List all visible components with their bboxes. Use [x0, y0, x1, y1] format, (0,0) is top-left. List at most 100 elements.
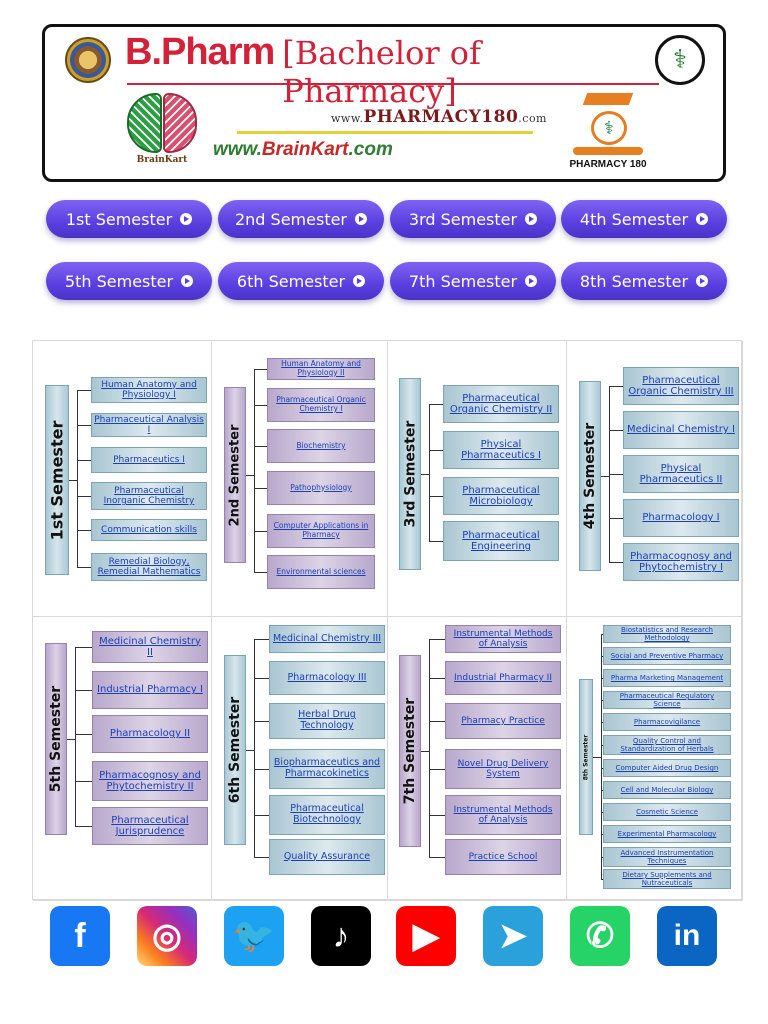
subject-link[interactable]: Novel Drug Delivery System — [445, 749, 561, 789]
subject-link[interactable]: Instrumental Methods of Analysis — [445, 625, 561, 653]
connector-branch — [254, 369, 267, 370]
subject-link[interactable]: Pathophysiology — [267, 471, 375, 505]
subject-link[interactable]: Pharmaceutical Organic Chemistry I — [267, 388, 375, 422]
subject-link[interactable]: Pharmaceutical Inorganic Chemistry — [91, 482, 207, 510]
subject-link[interactable]: Pharma Marketing Management — [603, 669, 731, 687]
semester-button-6[interactable]: 6th Semester — [218, 262, 384, 300]
subject-link[interactable]: Medicinal Chemistry I — [623, 411, 739, 449]
subject-link[interactable]: Biopharmaceutics and Pharmacokinetics — [269, 749, 385, 789]
semester-button-2[interactable]: 2nd Semester — [218, 200, 384, 238]
subject-link[interactable]: Pharmacology II — [92, 715, 208, 753]
subject-link[interactable]: Pharmaceutical Biotechnology — [269, 795, 385, 835]
connector-stub — [601, 476, 609, 477]
connector-stub — [246, 475, 254, 476]
connector-stub — [421, 474, 429, 475]
twitter-icon[interactable]: 🐦 — [224, 906, 284, 966]
semester-button-3[interactable]: 3rd Semester — [390, 200, 556, 238]
facebook-icon[interactable]: f — [50, 906, 110, 966]
semester-vertical-label-text: 2nd Semester — [227, 424, 243, 526]
subject-link[interactable]: Cosmetic Science — [603, 803, 731, 821]
semester-vertical-label: 3rd Semester — [399, 378, 421, 570]
subject-link[interactable]: Pharmaceutical Microbiology — [443, 477, 559, 515]
subject-link[interactable]: Cell and Molecular Biology — [603, 781, 731, 799]
semester-button-1[interactable]: 1st Semester — [46, 200, 212, 238]
connector-branch — [254, 857, 269, 858]
subject-link[interactable]: Human Anatomy and Physiology II — [267, 358, 375, 380]
subject-link[interactable]: Pharmaceutical Organic Chemistry III — [623, 367, 739, 405]
connector-trunk — [77, 390, 78, 567]
subject-link[interactable]: Dietary Supplements and Nutraceuticals — [603, 869, 731, 889]
title-underline — [127, 83, 659, 85]
caduceus-icon: ⚕ — [655, 35, 705, 85]
subject-link[interactable]: Computer Aided Drug Design — [603, 759, 731, 777]
subject-link[interactable]: Medicinal Chemistry III — [269, 625, 385, 653]
brainkart-logo: BrainKart — [127, 91, 197, 169]
subject-link[interactable]: Social and Preventive Pharmacy — [603, 647, 731, 665]
subject-link[interactable]: Pharmacovigilance — [603, 713, 731, 731]
semester-button-label: 5th Semester — [64, 271, 174, 291]
connector-branch — [254, 769, 269, 770]
brainkart-url[interactable]: www.BrainKart.com — [213, 139, 393, 160]
subject-link[interactable]: Pharmaceutics I — [91, 447, 207, 473]
subject-link[interactable]: Human Anatomy and Physiology I — [91, 377, 207, 403]
connector-branch — [601, 722, 603, 723]
pharmacy180-url[interactable]: www.PHARMACY180.com — [331, 107, 547, 127]
subject-link[interactable]: Experimental Pharmacology — [603, 825, 731, 843]
subject-link[interactable]: Communication skills — [91, 519, 207, 541]
connector-branch — [601, 768, 603, 769]
connector-branch — [601, 700, 603, 701]
semester-button-4[interactable]: 4th Semester — [561, 200, 727, 238]
subject-link[interactable]: Pharmaceutical Organic Chemistry II — [443, 385, 559, 423]
subject-link[interactable]: Physical Pharmaceutics I — [443, 431, 559, 469]
semester-button-5[interactable]: 5th Semester — [46, 262, 212, 300]
semester-vertical-label: 2nd Semester — [224, 387, 246, 563]
youtube-icon[interactable]: ▶ — [396, 906, 456, 966]
subject-link[interactable]: Pharmacy Practice — [445, 703, 561, 739]
linkedin-icon[interactable]: in — [657, 906, 717, 966]
subject-link[interactable]: Pharmaceutical Analysis I — [91, 413, 207, 437]
semester-vertical-label: 5th Semester — [45, 643, 67, 835]
subject-link[interactable]: Pharmaceutical Engineering — [443, 521, 559, 561]
subject-link[interactable]: Pharmacognosy and Phytochemistry II — [92, 761, 208, 801]
subject-link[interactable]: Pharmaceutical Jurisprudence — [92, 807, 208, 845]
subject-link[interactable]: Pharmaceutical Regulatory Science — [603, 691, 731, 709]
subject-link[interactable]: Biochemistry — [267, 429, 375, 463]
subject-link[interactable]: Pharmacology I — [623, 499, 739, 537]
connector-branch — [77, 460, 91, 461]
connector-stub — [593, 757, 601, 758]
telegram-icon[interactable]: ➤ — [483, 906, 543, 966]
semester-button-7[interactable]: 7th Semester — [390, 262, 556, 300]
connector-branch — [609, 386, 623, 387]
subject-link[interactable]: Pharmacology III — [269, 661, 385, 695]
subject-link[interactable]: Physical Pharmaceutics II — [623, 455, 739, 493]
subject-link[interactable]: Biostatistics and Research Methodology — [603, 625, 731, 643]
play-circle-icon — [525, 275, 538, 287]
semester-vertical-label: 7th Semester — [399, 655, 421, 847]
page-title: B.Pharm [Bachelor of Pharmacy] — [125, 31, 655, 110]
whatsapp-icon[interactable]: ✆ — [570, 906, 630, 966]
subject-link[interactable]: Herbal Drug Technology — [269, 703, 385, 739]
semester-button-label: 1st Semester — [65, 209, 173, 229]
subject-link[interactable]: Practice School — [445, 839, 561, 875]
instagram-icon[interactable]: ◎ — [137, 906, 197, 966]
subject-link[interactable]: Computer Applications in Pharmacy — [267, 514, 375, 548]
subject-link[interactable]: Industrial Pharmacy I — [92, 671, 208, 709]
subject-link[interactable]: Pharmacognosy and Phytochemistry I — [623, 543, 739, 581]
tiktok-icon[interactable]: ♪ — [311, 906, 371, 966]
connector-branch — [75, 647, 92, 648]
subject-link[interactable]: Environmental sciences — [267, 555, 375, 589]
connector-stub — [421, 751, 429, 752]
semester-button-8[interactable]: 8th Semester — [561, 262, 727, 300]
subject-link[interactable]: Instrumental Methods of Analysis — [445, 795, 561, 835]
connector-branch — [75, 690, 92, 691]
subject-link[interactable]: Quality Assurance — [269, 839, 385, 875]
subject-link[interactable]: Medicinal Chemistry II — [92, 631, 208, 663]
subject-link[interactable]: Advanced Instrumentation Techniques — [603, 847, 731, 867]
play-circle-icon — [525, 213, 538, 225]
logo-base — [573, 147, 643, 155]
subject-link[interactable]: Remedial Biology, Remedial Mathematics — [91, 553, 207, 581]
connector-branch — [254, 639, 269, 640]
subject-link[interactable]: Industrial Pharmacy II — [445, 661, 561, 695]
subject-link[interactable]: Quality Control and Standardization of H… — [603, 735, 731, 755]
